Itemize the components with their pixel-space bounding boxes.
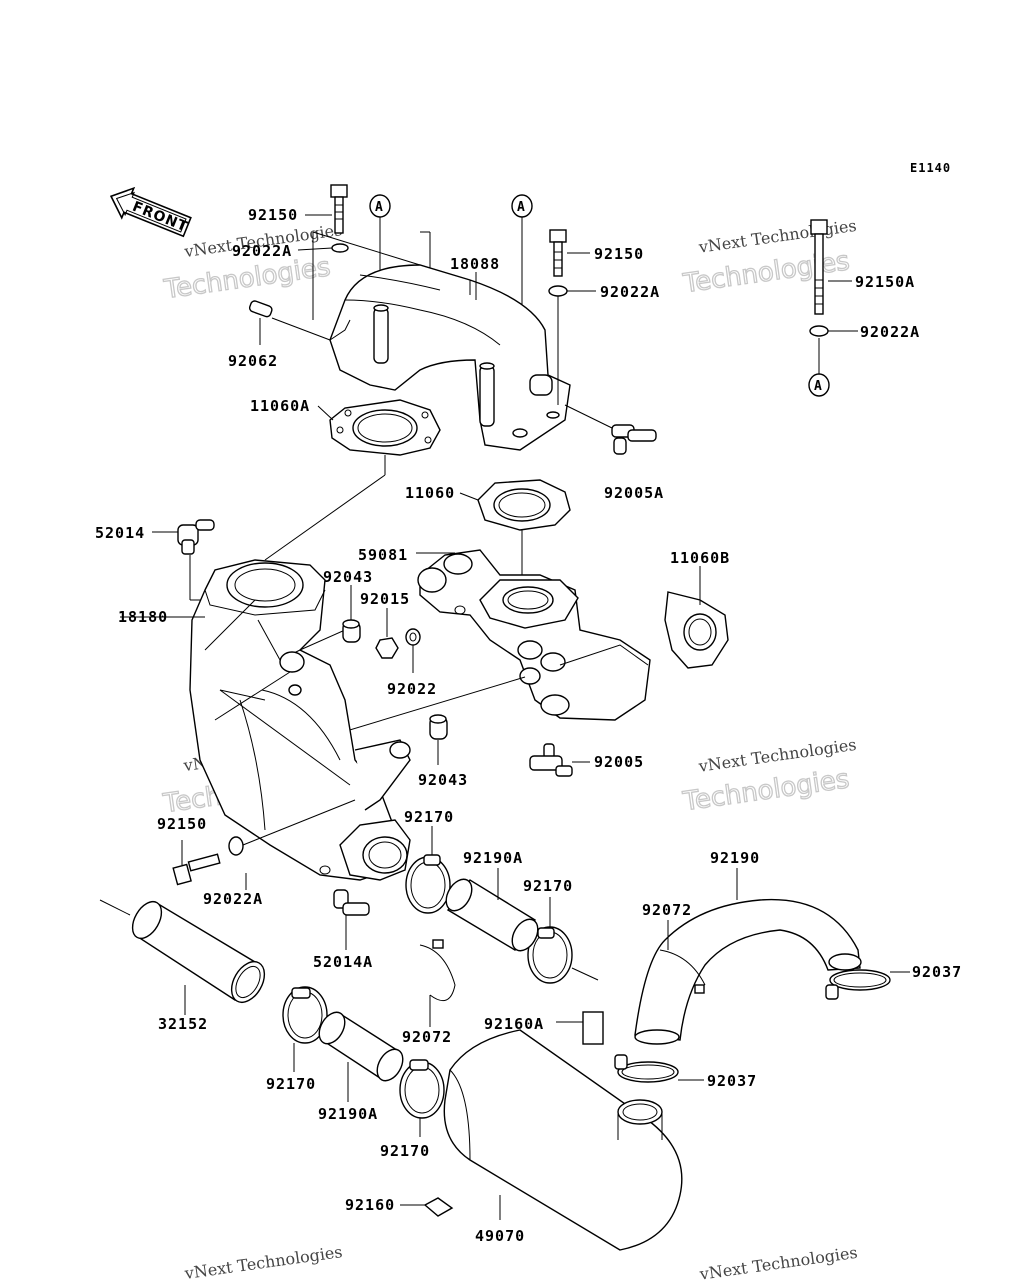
label-92015: 92015 xyxy=(360,590,410,608)
svg-text:A: A xyxy=(814,379,822,394)
clamp-92170-d xyxy=(399,1059,445,1137)
clamp-92170-a xyxy=(405,826,451,914)
watermark-top-right: Technologies vNext Technologies xyxy=(680,216,857,300)
label-59081: 59081 xyxy=(358,546,408,564)
label-92150-mid: 92150 xyxy=(594,245,644,263)
label-92037-mid: 92037 xyxy=(707,1072,757,1090)
svg-text:A: A xyxy=(517,200,525,215)
clamp-92170-b xyxy=(527,897,599,984)
bolt-92150-mid xyxy=(548,229,568,405)
label-92072-mid: 92072 xyxy=(402,1028,452,1046)
collar-92043-top xyxy=(342,585,361,643)
exhaust-pipe-59081 xyxy=(299,549,651,746)
watermark-mid-right: Technologies vNext Technologies xyxy=(680,735,858,818)
watermark-bottom-right: vNext Technologies xyxy=(698,1243,859,1280)
bolt-92150a xyxy=(809,219,829,337)
label-92022a-low: 92022A xyxy=(203,890,263,908)
label-92150-low: 92150 xyxy=(157,815,207,833)
fitting-52014a xyxy=(333,889,370,950)
label-92022a-mid: 92022A xyxy=(600,283,660,301)
gasket-11060 xyxy=(477,479,571,580)
label-92043-bottom: 92043 xyxy=(418,771,468,789)
label-32152: 32152 xyxy=(158,1015,208,1033)
ref-mark-a-3: A xyxy=(808,338,830,397)
gasket-11060b xyxy=(664,566,729,669)
muffler-49070 xyxy=(443,1029,683,1251)
label-18088: 18088 xyxy=(450,255,500,273)
label-92022a-right: 92022A xyxy=(860,323,920,341)
label-92160a: 92160A xyxy=(484,1015,544,1033)
gasket-11060a xyxy=(264,399,441,561)
watermark-text: vNext Technologies xyxy=(698,1243,859,1280)
leader-lines xyxy=(152,214,858,890)
tie-92072-right xyxy=(659,920,706,994)
label-92062: 92062 xyxy=(228,352,278,370)
label-92005: 92005 xyxy=(594,753,644,771)
diagram-code: E1140 xyxy=(910,161,951,175)
label-92022: 92022 xyxy=(387,680,437,698)
watermark-top-left: Technologies vNext Technologies xyxy=(161,220,343,306)
label-92150-top: 92150 xyxy=(248,206,298,224)
label-52014a: 52014A xyxy=(313,953,373,971)
hose-92190 xyxy=(634,868,862,1045)
bolt-92150-low xyxy=(172,799,356,886)
washer-92022 xyxy=(405,628,421,673)
label-92170-d: 92170 xyxy=(380,1142,430,1160)
label-92170-a: 92170 xyxy=(404,808,454,826)
clamp-92037-mid xyxy=(614,1054,704,1083)
expansion-chamber-18180 xyxy=(120,559,411,881)
label-92190a-top: 92190A xyxy=(463,849,523,867)
label-11060: 11060 xyxy=(405,484,455,502)
label-52014: 52014 xyxy=(95,524,145,542)
exhaust-manifold-18088 xyxy=(312,231,571,451)
front-arrow-icon: FRONT xyxy=(109,186,192,238)
label-92150a: 92150A xyxy=(855,273,915,291)
fitting-92062 xyxy=(248,300,331,345)
hose-92190a-bottom xyxy=(318,1011,404,1102)
label-92022a-top: 92022A xyxy=(232,242,292,260)
pipe-32152 xyxy=(99,899,266,1015)
fitting-92005 xyxy=(529,743,590,777)
label-92005a: 92005A xyxy=(604,484,664,502)
bolt-92150-top xyxy=(330,184,349,253)
fitting-92005a xyxy=(564,404,657,455)
front-label: FRONT xyxy=(130,199,190,236)
label-92072-right: 92072 xyxy=(642,901,692,919)
label-92190: 92190 xyxy=(710,849,760,867)
label-92170-b: 92170 xyxy=(523,877,573,895)
label-92190a-bottom: 92190A xyxy=(318,1105,378,1123)
label-92170-c: 92170 xyxy=(266,1075,316,1093)
label-92043-top: 92043 xyxy=(323,568,373,586)
watermark-text: vNext Technologies xyxy=(183,1242,344,1280)
clamp-92037-right xyxy=(825,969,910,1000)
clamp-92170-c xyxy=(282,986,328,1072)
label-11060a: 11060A xyxy=(250,397,310,415)
svg-text:A: A xyxy=(375,200,383,215)
collar-92043-bottom xyxy=(429,714,448,765)
hose-92190a-top xyxy=(445,868,539,952)
label-92037-right: 92037 xyxy=(912,963,962,981)
label-11060b: 11060B xyxy=(670,549,730,567)
label-18180: 18180 xyxy=(118,608,168,626)
nut-92015 xyxy=(375,608,399,659)
label-92160: 92160 xyxy=(345,1196,395,1214)
pad-92160 xyxy=(400,1197,454,1217)
label-49070: 49070 xyxy=(475,1227,525,1245)
watermark-bottom-left: vNext Technologies xyxy=(183,1242,344,1280)
tie-92072-mid xyxy=(419,939,456,1027)
pad-92160a xyxy=(556,1011,604,1045)
